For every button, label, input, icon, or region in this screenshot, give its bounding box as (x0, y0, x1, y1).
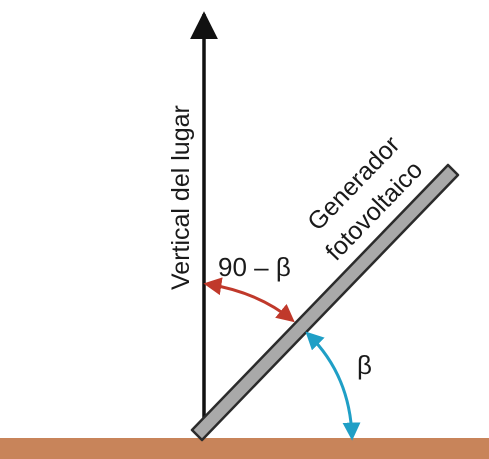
ground-strip (0, 438, 489, 459)
tilt-angle-label: β (357, 350, 372, 380)
vertical-label: Vertical del lugar (167, 105, 195, 290)
photovoltaic-panel (190, 163, 460, 442)
tilt-angle-arc (305, 331, 361, 441)
complement-angle-label: 90 – β (218, 252, 291, 282)
complement-angle-arc (203, 277, 295, 323)
